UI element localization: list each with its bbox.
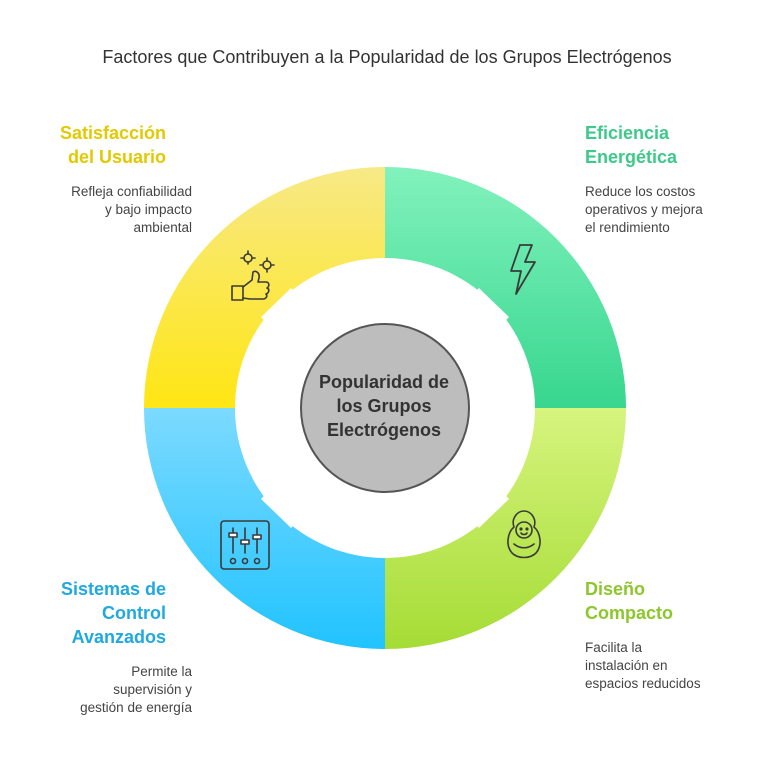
heading-diseno: Diseño Compacto xyxy=(585,577,673,625)
desc-line: el rendimiento xyxy=(585,220,670,235)
control-sliders-icon xyxy=(220,520,270,570)
heading-line: Energética xyxy=(585,147,678,167)
desc-line: Permite la xyxy=(131,664,192,679)
heading-line: Satisfacción xyxy=(59,123,166,143)
center-label-line: Popularidad de xyxy=(318,372,450,392)
desc-line: espacios reducidos xyxy=(585,676,701,691)
heading-line: Sistemas de xyxy=(60,579,166,599)
desc-line: Reduce los costos xyxy=(585,184,696,199)
heading-line: Eficiencia xyxy=(585,123,670,143)
arrow-diseno xyxy=(440,463,509,528)
center-label: Popularidad de los Grupos Electrógenos xyxy=(302,370,466,442)
desc-satisfaccion: Refleja confiabilidad y bajo impacto amb… xyxy=(71,183,192,237)
center-circle xyxy=(300,323,470,493)
desc-line: ambiental xyxy=(133,220,192,235)
quadrant-eficiencia xyxy=(385,167,626,408)
desc-line: gestión de energía xyxy=(80,700,192,715)
center-label-line: los Grupos xyxy=(336,396,432,416)
thumbs-up-flowers-icon xyxy=(231,250,275,301)
arrow-eficiencia xyxy=(440,288,509,353)
lightning-bolt-icon xyxy=(510,244,536,295)
desc-line: y bajo impacto xyxy=(104,202,192,217)
heading-satisfaccion: Satisfacción del Usuario xyxy=(60,121,166,169)
heading-eficiencia: Eficiencia Energética xyxy=(585,121,677,169)
desc-line: Refleja confiabilidad xyxy=(71,184,192,199)
desc-line: supervisión y xyxy=(113,682,192,697)
arrow-sistemas xyxy=(261,463,330,528)
heading-sistemas: Sistemas de Control Avanzados xyxy=(61,577,166,649)
desc-line: Facilita la xyxy=(585,640,643,655)
arrow-satisfaccion xyxy=(261,288,330,353)
heading-line: Control xyxy=(102,603,166,623)
heading-line: del Usuario xyxy=(67,147,166,167)
desc-sistemas: Permite la supervisión y gestión de ener… xyxy=(80,663,192,717)
center-label-line: Electrógenos xyxy=(326,420,442,440)
quadrant-satisfaccion xyxy=(144,167,385,408)
desc-diseno: Facilita la instalación en espacios redu… xyxy=(585,639,701,693)
nesting-doll-icon xyxy=(507,510,541,559)
diagram-title: Factores que Contribuyen a la Popularida… xyxy=(102,47,672,67)
desc-eficiencia: Reduce los costos operativos y mejora el… xyxy=(585,183,703,237)
heading-line: Diseño xyxy=(585,579,646,599)
quadrant-diseno xyxy=(385,408,626,649)
desc-line: operativos y mejora xyxy=(585,202,703,217)
heading-line: Avanzados xyxy=(71,627,166,647)
desc-line: instalación en xyxy=(585,658,668,673)
quadrant-sistemas xyxy=(144,408,385,649)
heading-line: Compacto xyxy=(585,603,674,623)
